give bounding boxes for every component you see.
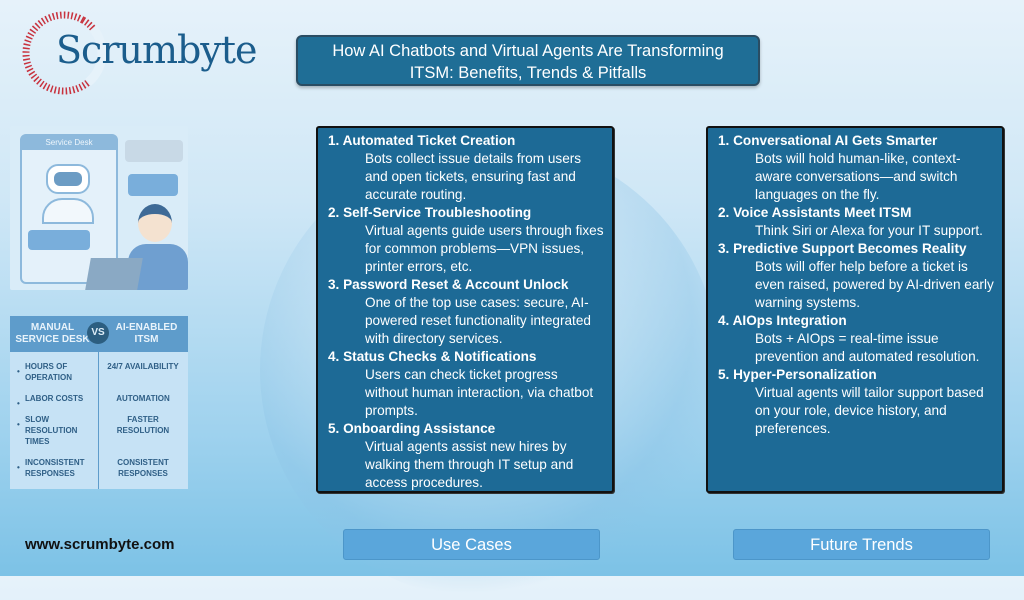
trend-heading: 2. Voice Assistants Meet ITSM (718, 205, 912, 220)
trend-heading: 3. Predictive Support Becomes Reality (718, 241, 967, 256)
trend-description: Bots will hold human-like, context-aware… (755, 151, 961, 202)
trend-heading: 5. Hyper-Personalization (718, 367, 877, 382)
use-case-description: Bots collect issue details from users an… (365, 151, 582, 202)
ai-item: FASTER RESOLUTION (116, 415, 170, 435)
use-cases-button[interactable]: Use Cases (343, 529, 600, 560)
use-case-description: One of the top use cases: secure, AI-pow… (365, 295, 591, 346)
website-link[interactable]: www.scrumbyte.com (25, 536, 175, 553)
title-line-1: How AI Chatbots and Virtual Agents Are T… (332, 42, 724, 60)
manual-item: INCONSISTENT RESPONSES (17, 457, 97, 479)
ai-header: AI-ENABLED ITSM (115, 322, 178, 345)
future-trends-button[interactable]: Future Trends (733, 529, 990, 560)
manual-item: HOURS OF OPERATION (17, 361, 97, 383)
ai-item: AUTOMATION (116, 394, 170, 403)
service-desk-label: Service Desk (22, 136, 116, 150)
comparison-table: MANUAL SERVICE DESK AI-ENABLED ITSM VS H… (10, 316, 188, 489)
ai-item: CONSISTENT RESPONSES (117, 458, 169, 478)
use-cases-panel: 1. Automated Ticket Creation Bots collec… (316, 126, 614, 493)
service-desk-illustration: Service Desk (10, 126, 188, 290)
page-title: How AI Chatbots and Virtual Agents Are T… (296, 35, 760, 86)
use-case-heading: 3. Password Reset & Account Unlock (328, 277, 569, 292)
manual-item: LABOR COSTS (17, 393, 97, 409)
use-case-description: Virtual agents assist new hires by walki… (365, 439, 574, 490)
manual-item: SLOW RESOLUTION TIMES (17, 414, 97, 447)
use-case-heading: 2. Self-Service Troubleshooting (328, 205, 532, 220)
use-case-heading: 5. Onboarding Assistance (328, 421, 496, 436)
use-case-heading: 1. Automated Ticket Creation (328, 133, 516, 148)
trend-description: Think Siri or Alexa for your IT support. (755, 223, 983, 238)
vs-badge: VS (87, 322, 109, 344)
trend-heading: 1. Conversational AI Gets Smarter (718, 133, 938, 148)
manual-header: MANUAL SERVICE DESK (15, 322, 90, 345)
trend-description: Bots + AIOps = real-time issue preventio… (755, 331, 980, 364)
trend-description: Virtual agents will tailor support based… (755, 385, 984, 436)
person-icon (138, 204, 172, 242)
use-case-description: Users can check ticket progress without … (365, 367, 594, 418)
robot-icon (46, 164, 90, 194)
trend-heading: 4. AIOps Integration (718, 313, 847, 328)
laptop-icon (85, 258, 143, 290)
trend-description: Bots will offer help before a ticket is … (755, 259, 994, 310)
scrumbyte-logo: Scrumbyte (18, 8, 258, 98)
ai-item: 24/7 AVAILABILITY (107, 362, 179, 371)
use-case-description: Virtual agents guide users through fixes… (365, 223, 604, 274)
divider (98, 316, 99, 489)
logo-ring-icon (21, 10, 107, 96)
title-line-2: ITSM: Benefits, Trends & Pitfalls (409, 64, 647, 82)
future-trends-panel: 1. Conversational AI Gets Smarter Bots w… (706, 126, 1004, 493)
use-case-heading: 4. Status Checks & Notifications (328, 349, 537, 364)
